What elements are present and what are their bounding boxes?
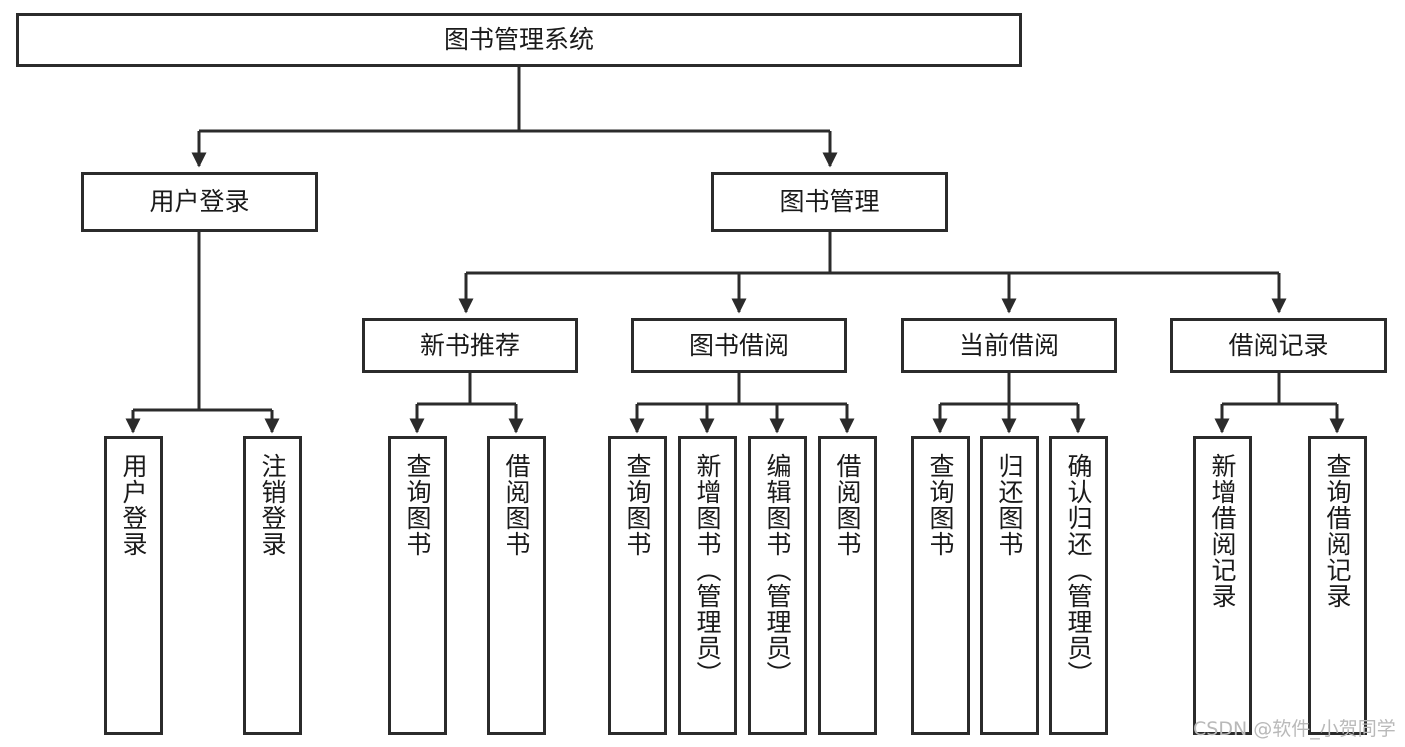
- node-label: 借阅图书: [833, 453, 862, 557]
- leaf-query-book-current[interactable]: 查询图书: [911, 436, 970, 735]
- node-new-book-recommend[interactable]: 新书推荐: [362, 318, 578, 373]
- node-label: 查询借阅记录: [1323, 453, 1352, 609]
- node-label: 借阅记录: [1228, 330, 1329, 360]
- node-label: 编辑图书（管理员）: [763, 453, 792, 687]
- node-book-borrow[interactable]: 图书借阅: [631, 318, 847, 373]
- node-label: 查询图书: [926, 453, 955, 557]
- node-label: 借阅图书: [502, 453, 531, 557]
- node-label: 图书借阅: [688, 330, 789, 360]
- node-label: 新增图书（管理员）: [693, 453, 722, 687]
- node-user-login[interactable]: 用户登录: [81, 172, 318, 232]
- node-label: 注销登录: [258, 453, 287, 557]
- node-book-management[interactable]: 图书管理: [711, 172, 948, 232]
- node-label: 查询图书: [623, 453, 652, 557]
- node-label: 用户登录: [119, 453, 148, 557]
- node-label: 新增借阅记录: [1208, 453, 1237, 609]
- node-label: 确认归还（管理员）: [1064, 453, 1093, 687]
- leaf-borrow-book-recommend[interactable]: 借阅图书: [487, 436, 546, 735]
- node-label: 归还图书: [995, 453, 1024, 557]
- node-root-system[interactable]: 图书管理系统: [16, 13, 1022, 67]
- node-current-borrow[interactable]: 当前借阅: [901, 318, 1117, 373]
- node-label: 查询图书: [403, 453, 432, 557]
- leaf-return-book[interactable]: 归还图书: [980, 436, 1039, 735]
- leaf-query-borrow-record[interactable]: 查询借阅记录: [1308, 436, 1367, 735]
- leaf-add-book-admin[interactable]: 新增图书（管理员）: [678, 436, 737, 735]
- node-label: 用户登录: [149, 187, 250, 217]
- node-label: 当前借阅: [958, 330, 1059, 360]
- leaf-borrow-book[interactable]: 借阅图书: [818, 436, 877, 735]
- watermark-text: CSDN @软件_小贺同学: [1193, 718, 1396, 740]
- node-label: 图书管理: [779, 187, 880, 217]
- leaf-query-book-borrow[interactable]: 查询图书: [608, 436, 667, 735]
- leaf-edit-book-admin[interactable]: 编辑图书（管理员）: [748, 436, 807, 735]
- leaf-confirm-return-admin[interactable]: 确认归还（管理员）: [1049, 436, 1108, 735]
- leaf-add-borrow-record[interactable]: 新增借阅记录: [1193, 436, 1252, 735]
- node-label: 图书管理系统: [443, 25, 594, 55]
- leaf-logout[interactable]: 注销登录: [243, 436, 302, 735]
- leaf-query-book-recommend[interactable]: 查询图书: [388, 436, 447, 735]
- node-borrow-record[interactable]: 借阅记录: [1170, 318, 1387, 373]
- leaf-user-login[interactable]: 用户登录: [104, 436, 163, 735]
- node-label: 新书推荐: [419, 330, 520, 360]
